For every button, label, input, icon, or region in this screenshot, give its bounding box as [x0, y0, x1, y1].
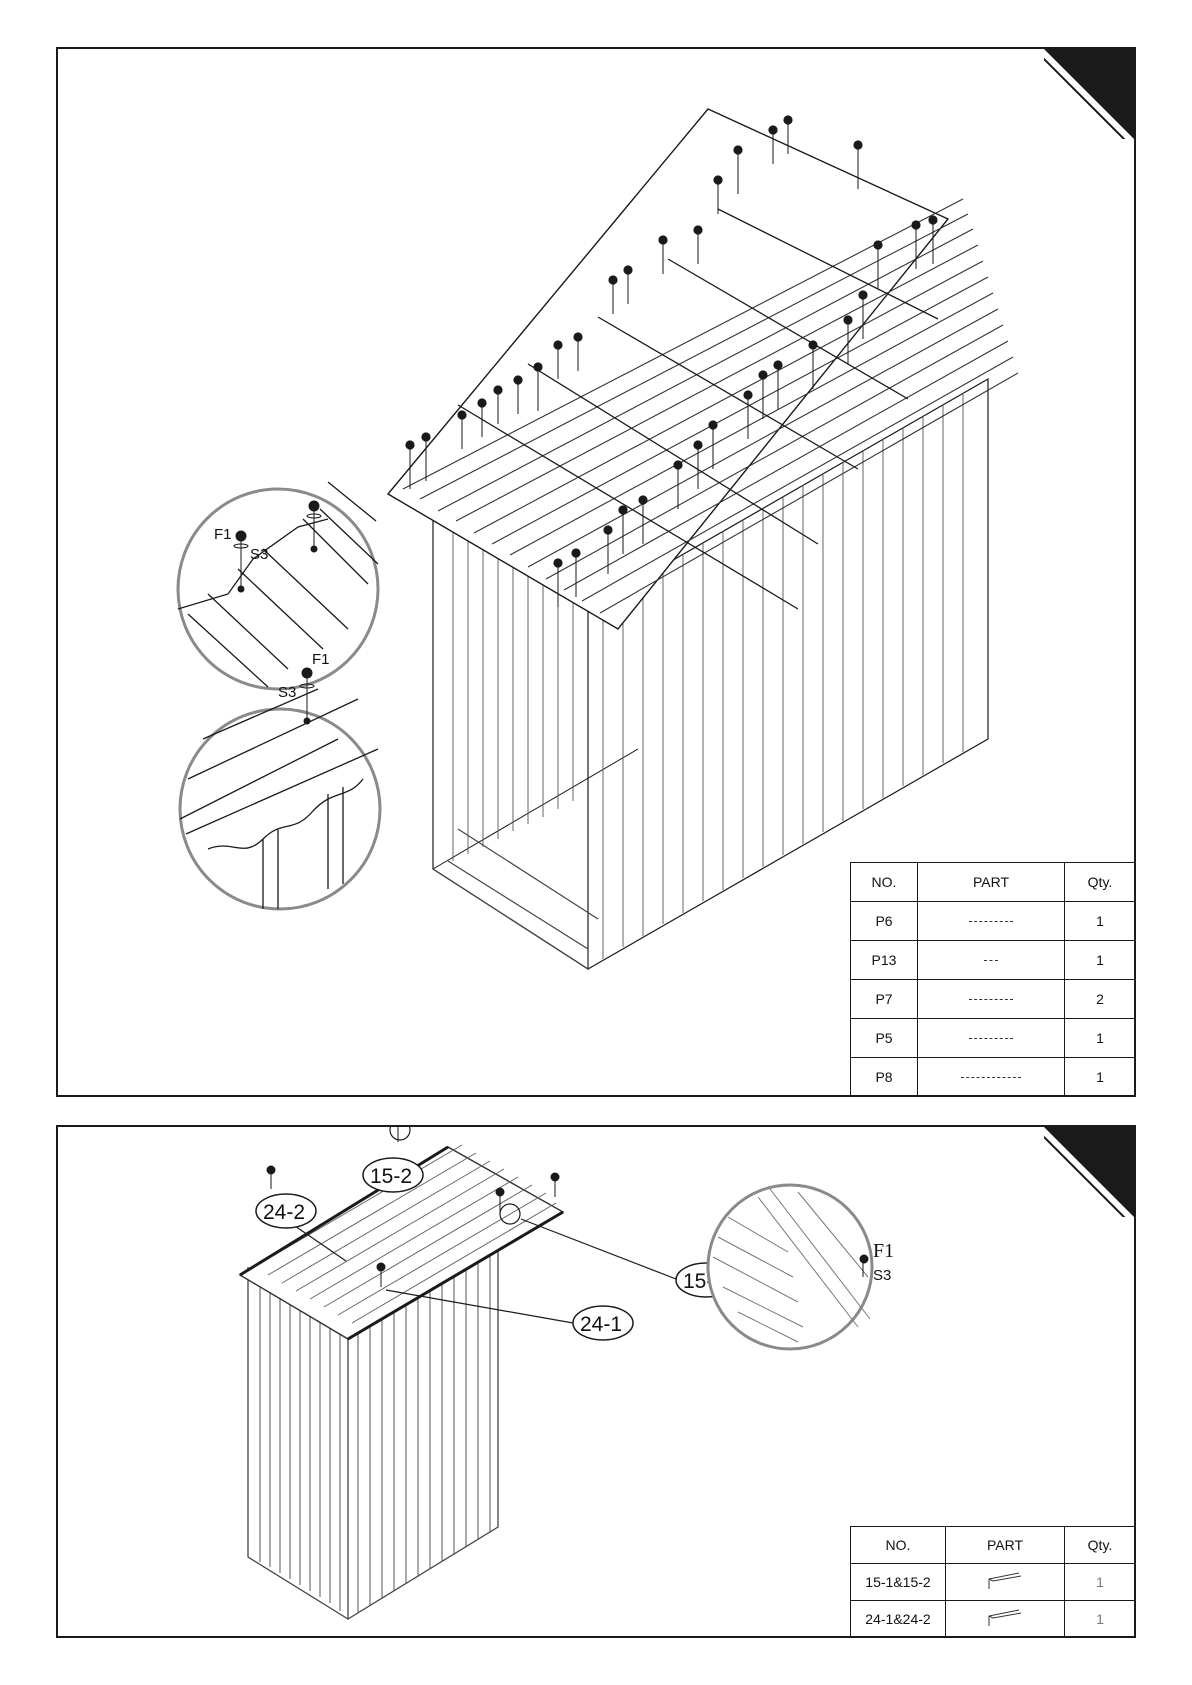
part-no: P13	[851, 941, 918, 980]
detail-circle-trim: F1 S3	[708, 1185, 894, 1349]
callout-15-2: 15-2	[370, 1165, 412, 1188]
part-drawing	[918, 902, 1065, 941]
part-qty: 1	[1065, 941, 1136, 980]
table-row: 24-1&24-2 1	[851, 1601, 1136, 1638]
part-drawing	[918, 980, 1065, 1019]
part-no: 24-1&24-2	[851, 1601, 946, 1638]
part-qty: 1	[1065, 1601, 1136, 1638]
part-no: 15-1&15-2	[851, 1564, 946, 1601]
table-row: P5 1	[851, 1019, 1136, 1058]
callout-24-1: 24-1	[580, 1313, 622, 1336]
part-no: P7	[851, 980, 918, 1019]
table-row: P13 1	[851, 941, 1136, 980]
table-row: P8 1	[851, 1058, 1136, 1097]
part-qty: 1	[1065, 902, 1136, 941]
callout-24-2: 24-2	[263, 1201, 305, 1224]
parts-table-step-2: NO. PART Qty. 15-1&15-2 1 24-1&24-2 1	[850, 1526, 1136, 1638]
part-no: P5	[851, 1019, 918, 1058]
part-drawing	[918, 1019, 1065, 1058]
header-part: PART	[918, 863, 1065, 902]
part-qty: 1	[1065, 1564, 1136, 1601]
part-drawing	[918, 1058, 1065, 1097]
header-part: PART	[946, 1527, 1065, 1564]
assembly-step-panel-1: F1 S3 F1 S3 NO. PART Qty.	[56, 47, 1136, 1097]
table-row: 15-1&15-2 1	[851, 1564, 1136, 1601]
assembly-step-panel-2: 24-2 15-1 24-1 F1 S3 15-2 NO. PART Qty.	[56, 1125, 1136, 1638]
part-qty: 1	[1065, 1019, 1136, 1058]
header-qty: Qty.	[1065, 863, 1136, 902]
part-drawing	[946, 1564, 1065, 1601]
part-qty: 1	[1065, 1058, 1136, 1097]
table-header-row: NO. PART Qty.	[851, 1527, 1136, 1564]
detail-top-screw-label: S3	[250, 546, 268, 563]
detail-top-fastener-label: F1	[214, 526, 232, 543]
part-no: P8	[851, 1058, 918, 1097]
header-no: NO.	[851, 863, 918, 902]
table-row: P7 2	[851, 980, 1136, 1019]
part-qty: 2	[1065, 980, 1136, 1019]
detail-screw-label: S3	[873, 1267, 891, 1284]
table-row: P6 1	[851, 902, 1136, 941]
detail-fastener-label: F1	[873, 1240, 894, 1262]
parts-table-step-1: NO. PART Qty. P6 1 P13 1 P7 2 P5 1 P8 1	[850, 862, 1136, 1097]
part-drawing	[946, 1601, 1065, 1638]
table-header-row: NO. PART Qty.	[851, 863, 1136, 902]
detail-circle-top: F1 S3	[178, 482, 378, 689]
part-no: P6	[851, 902, 918, 941]
detail-bottom-screw-label: S3	[278, 684, 296, 701]
header-no: NO.	[851, 1527, 946, 1564]
detail-bottom-fastener-label: F1	[312, 651, 330, 668]
detail-circle-bottom: F1 S3	[180, 651, 380, 909]
part-drawing	[918, 941, 1065, 980]
callout-15-2-wrap: 15-2	[358, 1155, 428, 1195]
header-qty: Qty.	[1065, 1527, 1136, 1564]
